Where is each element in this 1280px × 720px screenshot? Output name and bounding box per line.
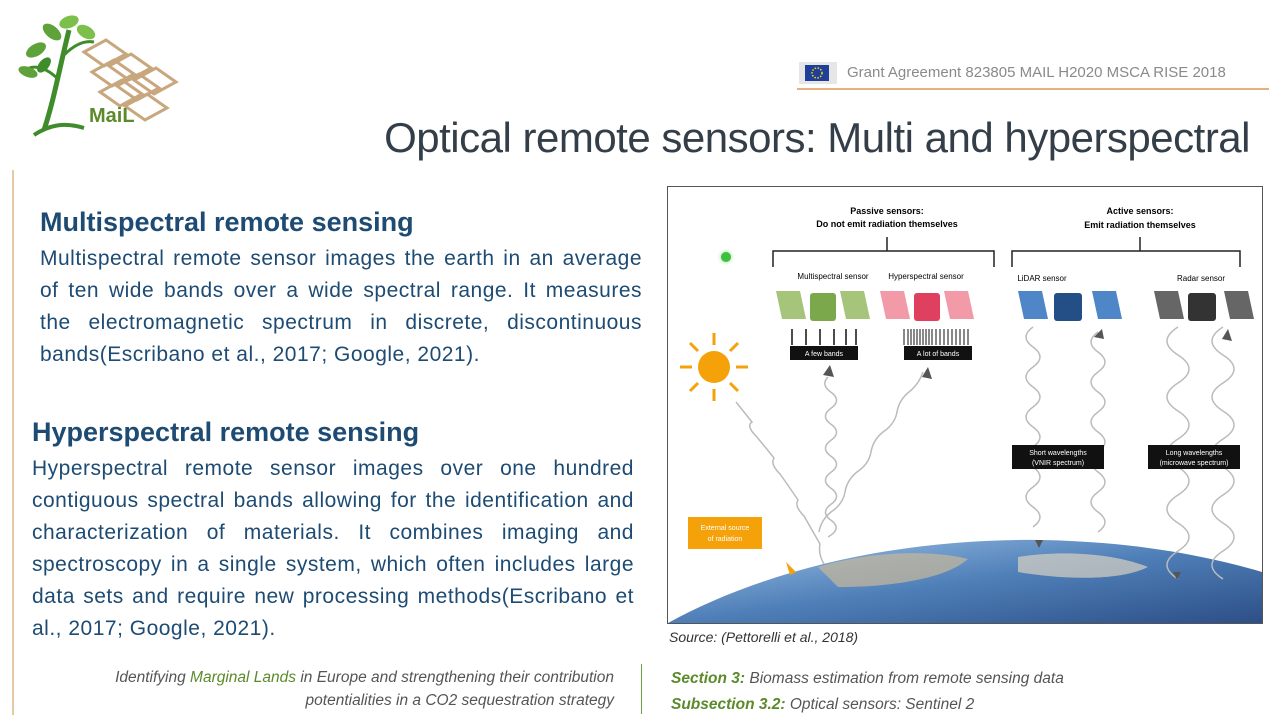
mail-logo: MaiL (14, 10, 184, 140)
svg-text:Active sensors:: Active sensors: (1106, 206, 1173, 216)
svg-text:Emit radiation themselves: Emit radiation themselves (1084, 220, 1196, 230)
footer-divider (641, 664, 642, 714)
figure-source: Source: (Pettorelli et al., 2018) (669, 629, 859, 645)
marginal-lands-highlight: Marginal Lands (190, 669, 297, 686)
svg-text:Short wavelengths: Short wavelengths (1029, 450, 1087, 457)
header-divider (797, 88, 1269, 90)
left-accent-bar (12, 170, 14, 715)
svg-text:of radiation: of radiation (708, 536, 743, 543)
grant-text: Grant Agreement 823805 MAIL H2020 MSCA R… (847, 64, 1226, 81)
hyperspectral-satellite-icon (880, 291, 974, 321)
svg-text:LiDAR sensor: LiDAR sensor (1017, 274, 1067, 283)
hyperspectral-paragraph: Hyperspectral remote sensor images over … (32, 457, 634, 640)
svg-text:A lot of bands: A lot of bands (917, 351, 960, 358)
radar-satellite-icon (1154, 291, 1254, 321)
svg-text:A few bands: A few bands (805, 351, 844, 358)
svg-text:Hyperspectral sensor: Hyperspectral sensor (888, 272, 964, 281)
earth-image (668, 539, 1262, 623)
svg-text:Do not emit radiation themselv: Do not emit radiation themselves (816, 219, 958, 229)
subsection-label: Subsection 3.2: (671, 696, 786, 713)
svg-text:Multispectral sensor: Multispectral sensor (797, 272, 868, 281)
grant-agreement: Grant Agreement 823805 MAIL H2020 MSCA R… (797, 58, 1269, 92)
svg-text:(VNIR spectrum): (VNIR spectrum) (1032, 460, 1084, 467)
footer-section-info: Section 3: Biomass estimation from remot… (671, 666, 1064, 718)
section-label: Section 3: (671, 670, 746, 687)
section-text: Biomass estimation from remote sensing d… (745, 670, 1064, 687)
svg-text:Passive sensors:: Passive sensors: (850, 206, 924, 216)
multispectral-satellite-icon (776, 291, 870, 321)
eu-flag-icon (799, 62, 837, 84)
svg-text:MaiL: MaiL (89, 105, 135, 127)
lidar-satellite-icon (1018, 291, 1122, 321)
laser-pointer-dot (721, 252, 731, 262)
svg-text:Long wavelengths: Long wavelengths (1166, 450, 1223, 457)
sun-icon (680, 333, 748, 401)
page-title: Optical remote sensors: Multi and hypers… (384, 114, 1250, 161)
hyperspectral-heading: Hyperspectral remote sensing (32, 417, 420, 447)
footer-project-title: Identifying Marginal Lands in Europe and… (115, 669, 614, 709)
subsection-text: Optical sensors: Sentinel 2 (785, 696, 975, 713)
multispectral-paragraph: Multispectral remote sensor images the e… (40, 247, 642, 366)
multispectral-heading: Multispectral remote sensing (40, 207, 414, 237)
svg-text:External source: External source (701, 525, 750, 532)
sensor-diagram-figure: Passive sensors: Do not emit radiation t… (667, 186, 1263, 624)
svg-text:Radar sensor: Radar sensor (1177, 274, 1225, 283)
svg-text:(microwave spectrum): (microwave spectrum) (1160, 460, 1229, 467)
